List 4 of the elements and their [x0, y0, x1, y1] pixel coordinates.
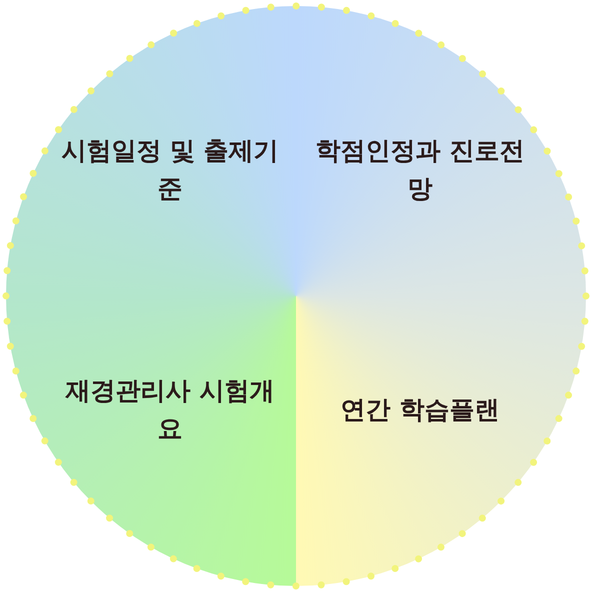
sector-label: 학점인정과 진로전망 [314, 135, 526, 205]
sector-label: 시험일정 및 출제기준 [60, 135, 280, 205]
sector-label: 연간 학습플랜 [340, 394, 500, 426]
sector-label: 재경관리사 시험개요 [64, 375, 276, 445]
